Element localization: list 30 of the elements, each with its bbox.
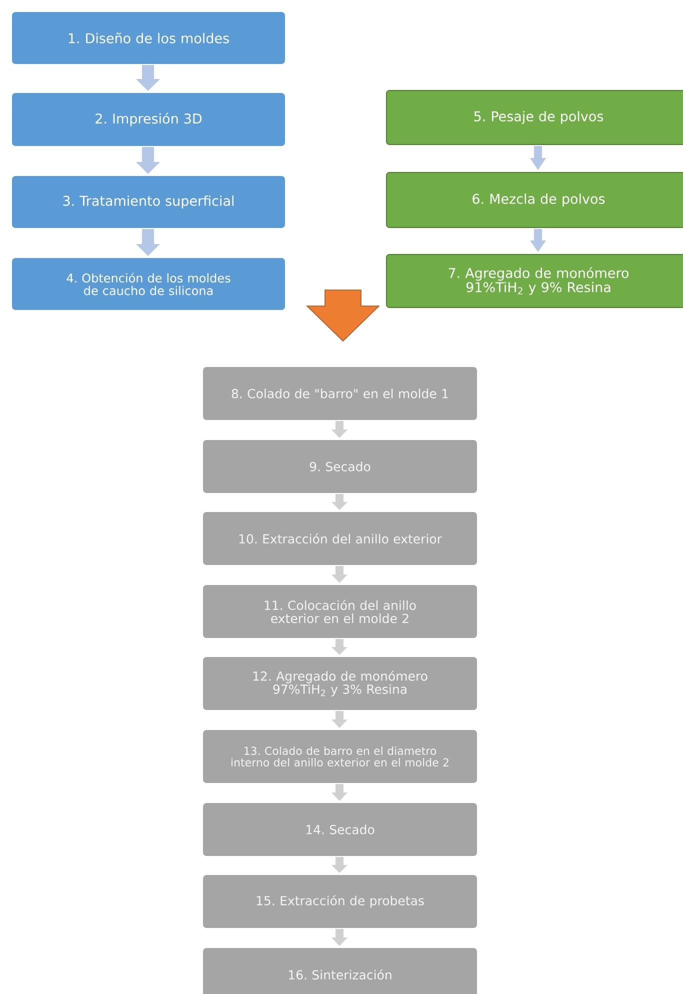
process-box: 1. Diseño de los moldes — [12, 12, 285, 64]
arrow — [332, 857, 348, 873]
arrow — [136, 147, 160, 174]
arrow — [530, 146, 546, 170]
arrow — [332, 929, 348, 946]
process-box: 10. Extracción del anillo exterior — [203, 512, 477, 565]
arrow — [332, 639, 348, 655]
process-box: 13. Colado de barro en el diametro interno del anillo exterior en el molde 2 — [203, 730, 477, 783]
arrow — [136, 229, 160, 256]
process-box: 11. Colocación del anillo exterior en el molde 2 — [203, 585, 477, 638]
process-box: 4. Obtención de los moldes de caucho de silicona — [12, 258, 285, 310]
arrow — [530, 229, 546, 252]
process-box: 12. Agregado de monómero 97%TiH$_{2}$ y 3% Resina — [203, 657, 477, 710]
process-box: 7. Agregado de monómero 91%TiH$_{2}$ y 9% Resina — [386, 254, 683, 308]
process-box: 9. Secado — [203, 440, 477, 493]
process-box: 3. Tratamiento superficial — [12, 176, 285, 228]
process-box: 16. Sinterización — [203, 948, 477, 994]
arrow — [332, 421, 348, 438]
process-box: 14. Secado — [203, 803, 477, 856]
arrow — [332, 566, 348, 583]
process-box: 6. Mezcla de polvos — [386, 172, 683, 228]
arrow — [332, 711, 348, 728]
arrow — [136, 65, 160, 92]
arrow — [332, 494, 348, 510]
arrow — [332, 784, 348, 801]
process-box: 8. Colado de "barro" en el molde 1 — [203, 367, 477, 420]
process-box: 5. Pesaje de polvos — [386, 90, 683, 145]
process-box: 15. Extracción de probetas — [203, 875, 477, 928]
arrow — [306, 290, 380, 342]
process-box: 2. Impresión 3D — [12, 93, 285, 146]
